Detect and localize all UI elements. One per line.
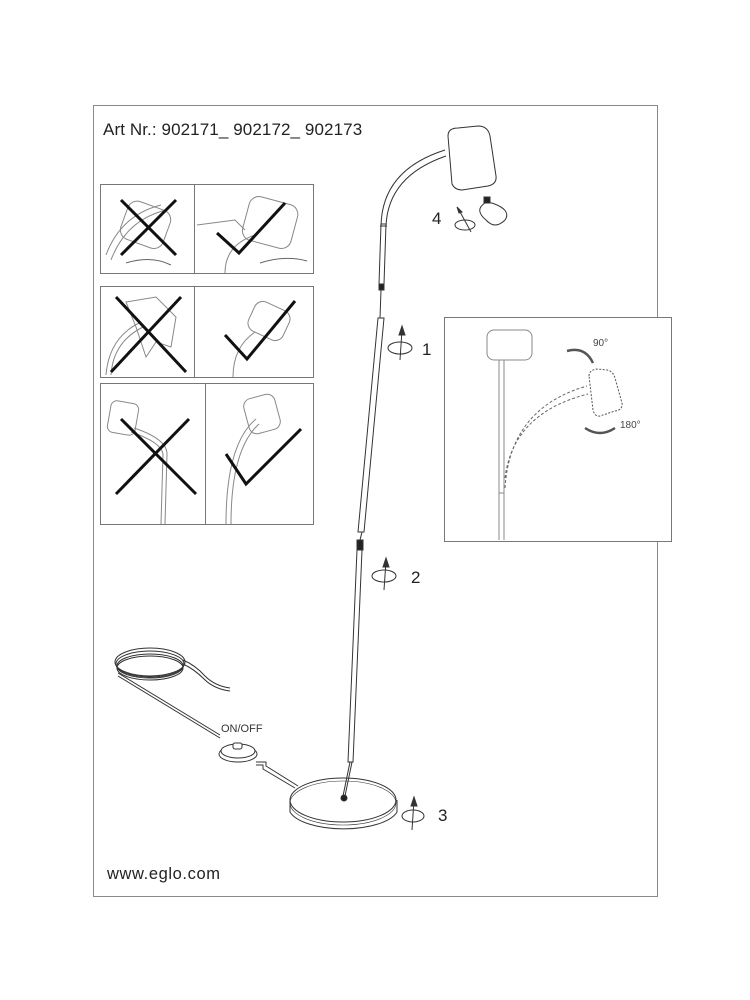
panel-wrong-1 <box>100 184 195 274</box>
checkmark-icon <box>223 300 297 362</box>
right-adjust-illustration <box>196 196 308 274</box>
panel-right-1 <box>194 184 314 274</box>
step-2-label: 2 <box>411 568 421 587</box>
cross-icon <box>119 417 198 496</box>
lamp-head-icon <box>447 125 497 191</box>
wrong-cover-illustration <box>105 295 188 376</box>
step-1-label: 1 <box>422 340 432 359</box>
panel-right-2 <box>194 286 314 378</box>
tilt-angle-label: 90° <box>593 338 609 349</box>
gooseneck <box>380 149 447 227</box>
wrong-adjust-illustration <box>105 198 178 266</box>
adjustment-illustration <box>486 329 623 540</box>
checkmark-icon <box>224 427 303 487</box>
on-off-switch-icon <box>218 742 258 763</box>
rotate-arrow-icon <box>584 426 616 435</box>
rotation-arrows <box>371 206 476 831</box>
rotate-angle-label: 180° <box>620 420 641 431</box>
step-3-label: 3 <box>438 806 448 825</box>
panel-right-3 <box>205 383 314 525</box>
light-bulb-icon <box>479 196 508 226</box>
tilt-arrow-icon <box>566 348 595 364</box>
step-4-label: 4 <box>432 209 442 228</box>
panel-wrong-3 <box>100 383 206 525</box>
panel-wrong-2 <box>100 286 195 378</box>
checkmark-icon <box>215 201 287 256</box>
cross-icon <box>114 295 188 374</box>
upper-pole <box>357 223 387 541</box>
right-curve-illustration <box>224 393 303 525</box>
adjustment-panel: 90° 180° <box>444 317 672 542</box>
right-uncovered-illustration <box>223 300 297 378</box>
power-cord-icon <box>114 647 299 789</box>
article-number: Art Nr.: 902171_ 902172_ 902173 <box>103 120 363 139</box>
wrong-bend-illustration <box>106 400 198 525</box>
lower-pole <box>342 539 364 797</box>
on-off-label: ON/OFF <box>221 723 263 735</box>
website-url: www.eglo.com <box>107 865 221 883</box>
lamp-base-icon <box>289 777 398 830</box>
